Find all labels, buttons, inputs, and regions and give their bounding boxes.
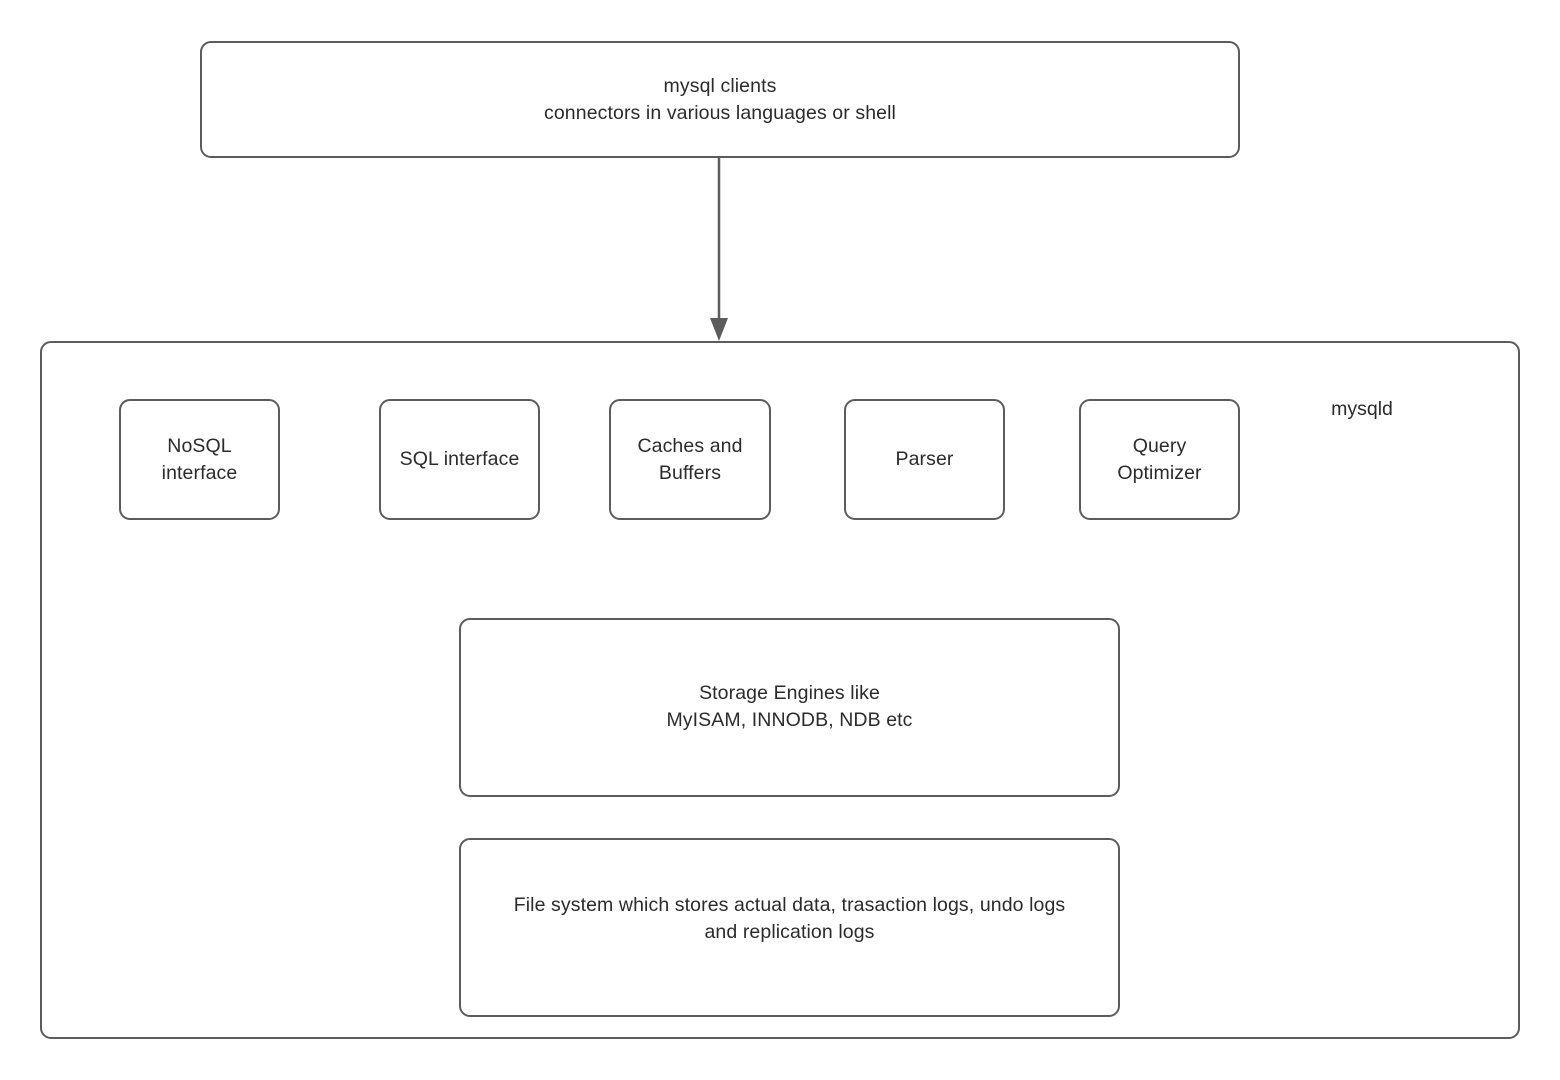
component-box-query-optimizer: Query Optimizer (1079, 399, 1240, 520)
component-box-sql-interface: SQL interface (379, 399, 540, 520)
file-system-label: File system which stores actual data, tr… (513, 894, 1066, 943)
file-system-box: File system which stores actual data, tr… (459, 838, 1120, 1017)
mysqld-title-label: mysqld (1331, 398, 1393, 420)
component-box-parser: Parser (844, 399, 1005, 520)
arrow-clients-to-mysqld-icon (710, 156, 728, 341)
arrow-head (710, 318, 728, 341)
storage-engines-label: Storage Engines like MyISAM, INNODB, NDB… (666, 682, 913, 731)
component-box-caches-and-buffers: Caches and Buffers (609, 399, 771, 520)
storage-engines-box: Storage Engines like MyISAM, INNODB, NDB… (459, 618, 1120, 797)
component-label-sql-interface: SQL interface (399, 448, 520, 470)
mysql-clients-box: mysql clients connectors in various lang… (200, 41, 1240, 158)
component-label-parser: Parser (895, 448, 954, 470)
component-label-caches-and-buffers: Caches and Buffers (637, 434, 743, 484)
mysql-clients-label: mysql clients connectors in various lang… (544, 74, 896, 124)
component-box-nosql-interface: NoSQL interface (119, 399, 280, 520)
component-label-nosql-interface: NoSQL interface (161, 434, 238, 484)
component-label-query-optimizer: Query Optimizer (1117, 434, 1202, 484)
